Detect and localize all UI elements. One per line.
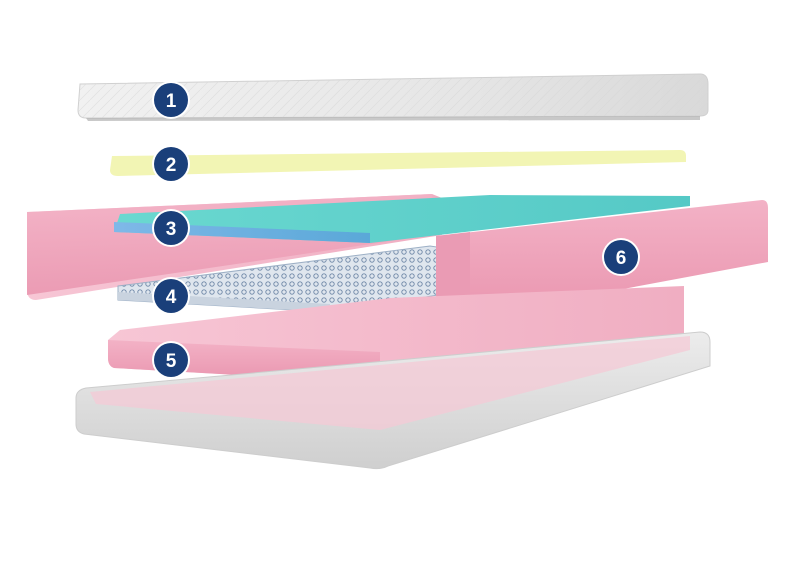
layer-number: 6 [616,248,627,269]
layer-badge-1: 1 [152,81,190,119]
quilted-cover-icon [154,83,188,117]
layer-badge-6: 6 [602,238,640,276]
comfort-foam-slab [110,150,686,176]
layer-number: 1 [166,91,177,112]
layer-badge-5: 5 [152,341,190,379]
base-foam-icon [154,343,188,377]
layer-badge-4: 4 [152,277,190,315]
layer-number: 3 [166,219,177,240]
layer-number: 5 [166,351,177,372]
bottom-quilted-cover [75,331,711,470]
layer-number: 2 [166,155,177,176]
layer-1-quilted-cover [77,73,709,121]
comfort-foam-icon [154,147,188,181]
layer-badge-3: 3 [152,209,190,247]
edge-support-icon [604,240,638,274]
layer-number: 4 [166,287,177,308]
pocket-springs-icon [154,279,188,313]
layer-2-comfort-foam [110,150,686,176]
layer-badge-2: 2 [152,145,190,183]
cooling-foam-icon [154,211,188,245]
